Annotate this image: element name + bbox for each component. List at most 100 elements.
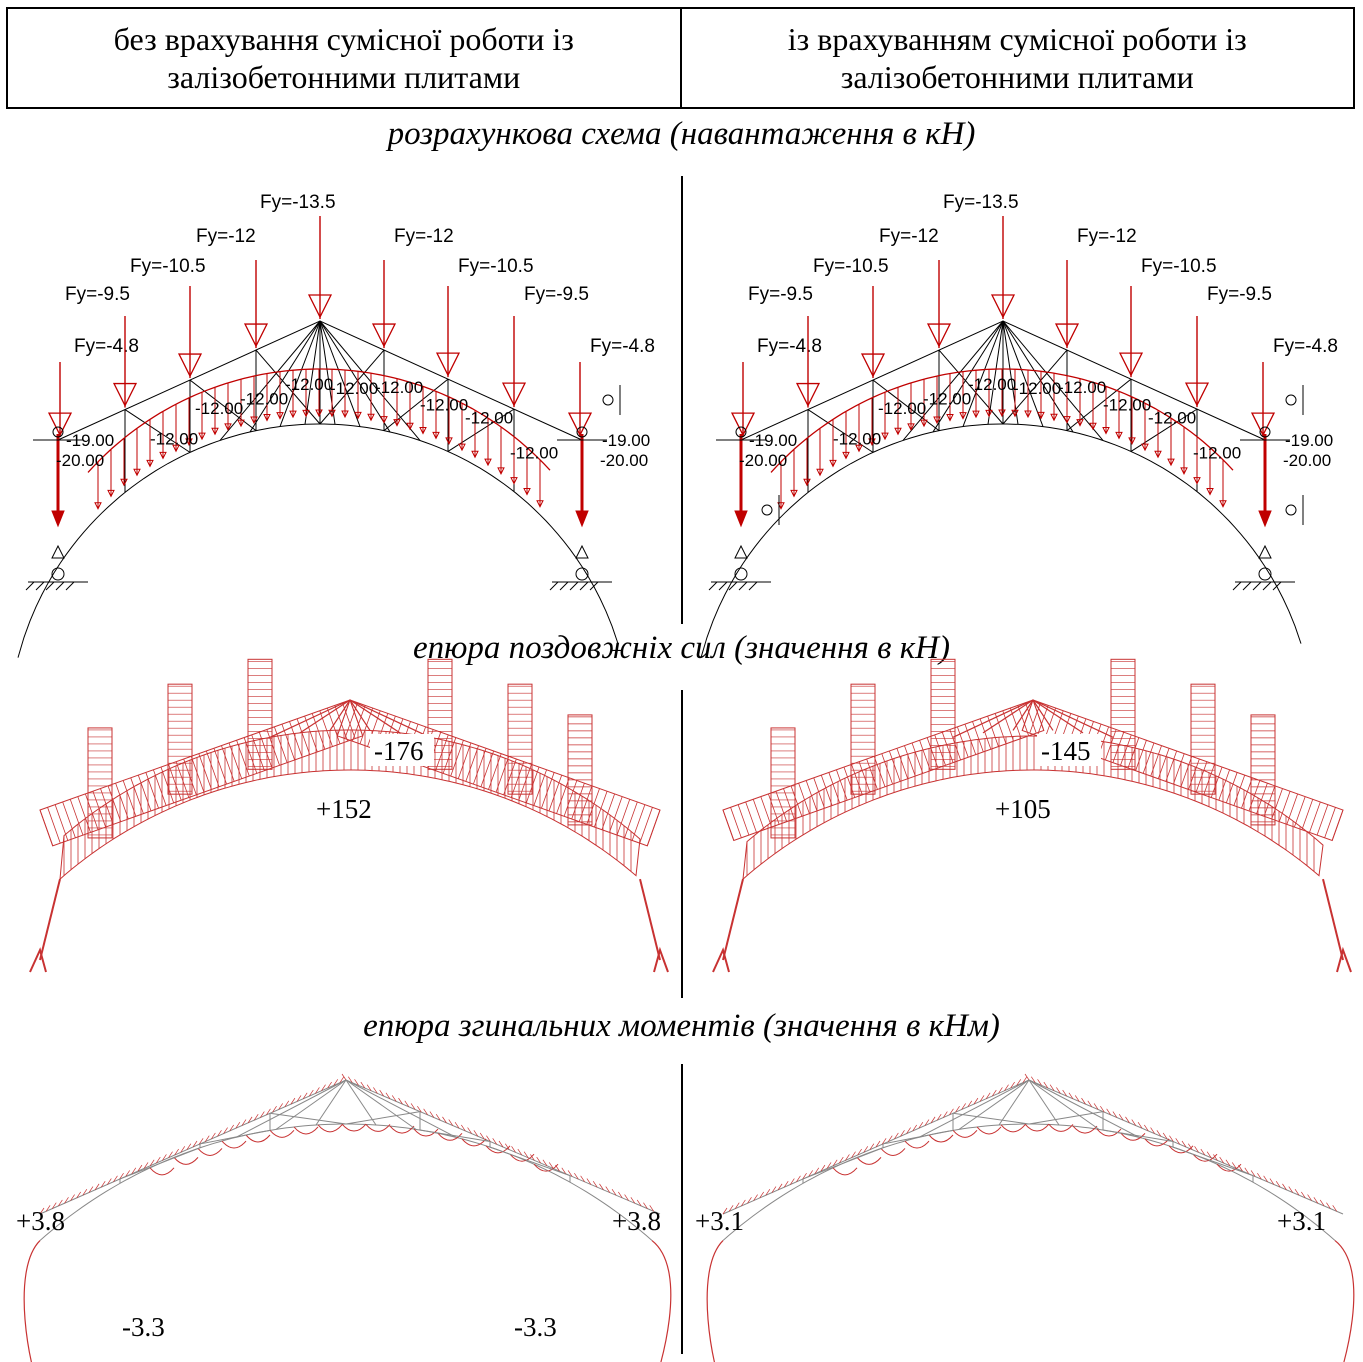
top-chord-hatch <box>1175 1138 1181 1145</box>
top-chord-band-left-hatch <box>107 785 122 822</box>
load-label: Fy=-12 <box>1077 226 1137 247</box>
top-chord-hatch <box>530 1154 535 1161</box>
distributed-load-arrowhead <box>1076 419 1084 427</box>
top-chord-hatch <box>1037 1079 1042 1086</box>
top-chord-hatch <box>339 1076 345 1083</box>
top-chord-band-right-hatch <box>1127 737 1140 769</box>
top-chord-hatch <box>100 1181 106 1188</box>
top-chord-hatch <box>107 1178 112 1185</box>
top-chord-hatch <box>373 1087 378 1094</box>
distributed-load-arrowhead <box>1037 411 1045 420</box>
top-chord-hatch <box>88 1186 94 1193</box>
point-load-arrowhead <box>1250 412 1276 437</box>
top-chord-hatch <box>94 1183 100 1191</box>
top-chord-hatch <box>1307 1194 1312 1201</box>
top-chord-hatch <box>1313 1197 1319 1204</box>
top-chord-hatch <box>1049 1084 1055 1091</box>
distributed-load-arrowhead <box>120 478 128 487</box>
top-chord-hatch <box>1169 1135 1174 1142</box>
top-chord-band-right-hatch <box>465 745 479 782</box>
top-chord-hatch <box>504 1143 510 1150</box>
top-chord-band-left-hatch <box>1009 707 1022 739</box>
top-chord-band-right-hatch <box>1021 699 1034 731</box>
header-table: без врахування сумісної роботи із залізо… <box>6 7 1355 109</box>
top-chord-hatch <box>290 1097 296 1105</box>
top-chord-band-right-hatch <box>1324 807 1336 838</box>
top-chord-hatch <box>1125 1116 1130 1124</box>
side-support-hinge <box>602 394 614 406</box>
node-load-value: -12.00 <box>510 444 558 463</box>
top-chord-band-right-hatch <box>1180 756 1193 787</box>
top-chord-hatch <box>826 1162 832 1169</box>
node-load-value: -12.00 <box>1148 409 1196 428</box>
top-chord-hatch <box>155 1156 161 1164</box>
distributed-load-arrowhead <box>1167 458 1175 467</box>
distributed-load-arrowhead <box>94 502 102 510</box>
point-load-arrowhead <box>860 353 886 378</box>
top-chord-hatch <box>808 1170 813 1177</box>
top-chord-band-left-hatch <box>987 715 999 747</box>
distributed-load-arrowhead <box>1128 437 1136 446</box>
ground-hatch <box>65 581 75 591</box>
top-chord-hatch <box>599 1183 604 1191</box>
top-chord-hatch <box>605 1186 611 1193</box>
ground-hatch <box>25 581 35 591</box>
ground-hatch <box>569 581 579 591</box>
top-chord-band-left-hatch <box>296 718 311 755</box>
distributed-load-arrowhead <box>933 416 941 425</box>
support-load-label: -20.00 <box>56 451 104 470</box>
truss-diagonal <box>189 379 257 432</box>
bottom-arch <box>39 1123 653 1241</box>
distributed-load-arrowhead <box>432 431 440 440</box>
apex-fan-member <box>902 320 1004 441</box>
top-chord-band-left-hatch <box>145 772 159 809</box>
node-load-value: -12.00 <box>1193 444 1241 463</box>
apex-fan-member <box>235 1079 347 1138</box>
distributed-load-arrowhead <box>224 423 232 431</box>
apex-fan-member <box>275 1079 347 1130</box>
header-left: без врахування сумісної роботи із залізо… <box>113 21 574 95</box>
moment-scallop <box>1048 1124 1074 1132</box>
top-chord-hatch <box>1043 1081 1049 1089</box>
top-chord-hatch <box>162 1154 167 1161</box>
load-label: Fy=-9.5 <box>65 284 130 305</box>
top-chord-hatch <box>51 1202 57 1209</box>
top-chord-hatch <box>1106 1108 1111 1116</box>
top-chord-band-right-hatch <box>556 777 570 814</box>
distributed-load-arrowhead <box>237 419 245 428</box>
top-chord-band-right-hatch <box>1278 791 1291 822</box>
distributed-load-arrowhead <box>907 423 915 431</box>
load-label: Fy=-12 <box>879 226 939 247</box>
top-chord-hatch <box>728 1205 734 1212</box>
apex-fan-member <box>249 320 321 433</box>
distributed-load-arrowhead <box>1063 416 1071 424</box>
moment-scallop <box>928 1134 954 1143</box>
top-chord-band-left-hatch <box>964 724 977 755</box>
load-label: Fy=-4.8 <box>590 336 655 357</box>
apex-fan-member <box>269 699 351 738</box>
axial-bottom-value: +105 <box>995 794 1051 824</box>
distributed-load-arrowhead <box>1024 410 1032 419</box>
bottom-arch <box>17 423 619 658</box>
truss-diagonal <box>419 1129 491 1142</box>
point-load-arrowhead <box>567 412 593 437</box>
support-load-label: -20.00 <box>739 451 787 470</box>
top-chord-hatch <box>278 1103 283 1110</box>
top-chord-band-right-hatch <box>601 793 616 830</box>
moment-scallop <box>976 1126 1002 1135</box>
top-chord-hatch <box>1150 1127 1155 1134</box>
top-chord-hatch <box>492 1138 498 1145</box>
load-label: Fy=-9.5 <box>524 284 589 305</box>
top-chord-hatch <box>1181 1140 1187 1148</box>
top-chord-hatch <box>561 1167 567 1174</box>
top-chord <box>39 1079 661 1215</box>
top-chord-band-right-hatch <box>1241 777 1253 809</box>
apex-fan-member <box>279 320 321 427</box>
top-support-hinge <box>1259 426 1271 438</box>
top-chord-hatch <box>869 1143 875 1150</box>
top-chord-hatch <box>253 1114 259 1121</box>
top-chord-band-left-hatch <box>820 774 833 806</box>
vertical-member-band <box>247 658 273 770</box>
distributed-load-arrowhead <box>816 468 824 477</box>
apex-fan-member <box>998 1079 1030 1126</box>
